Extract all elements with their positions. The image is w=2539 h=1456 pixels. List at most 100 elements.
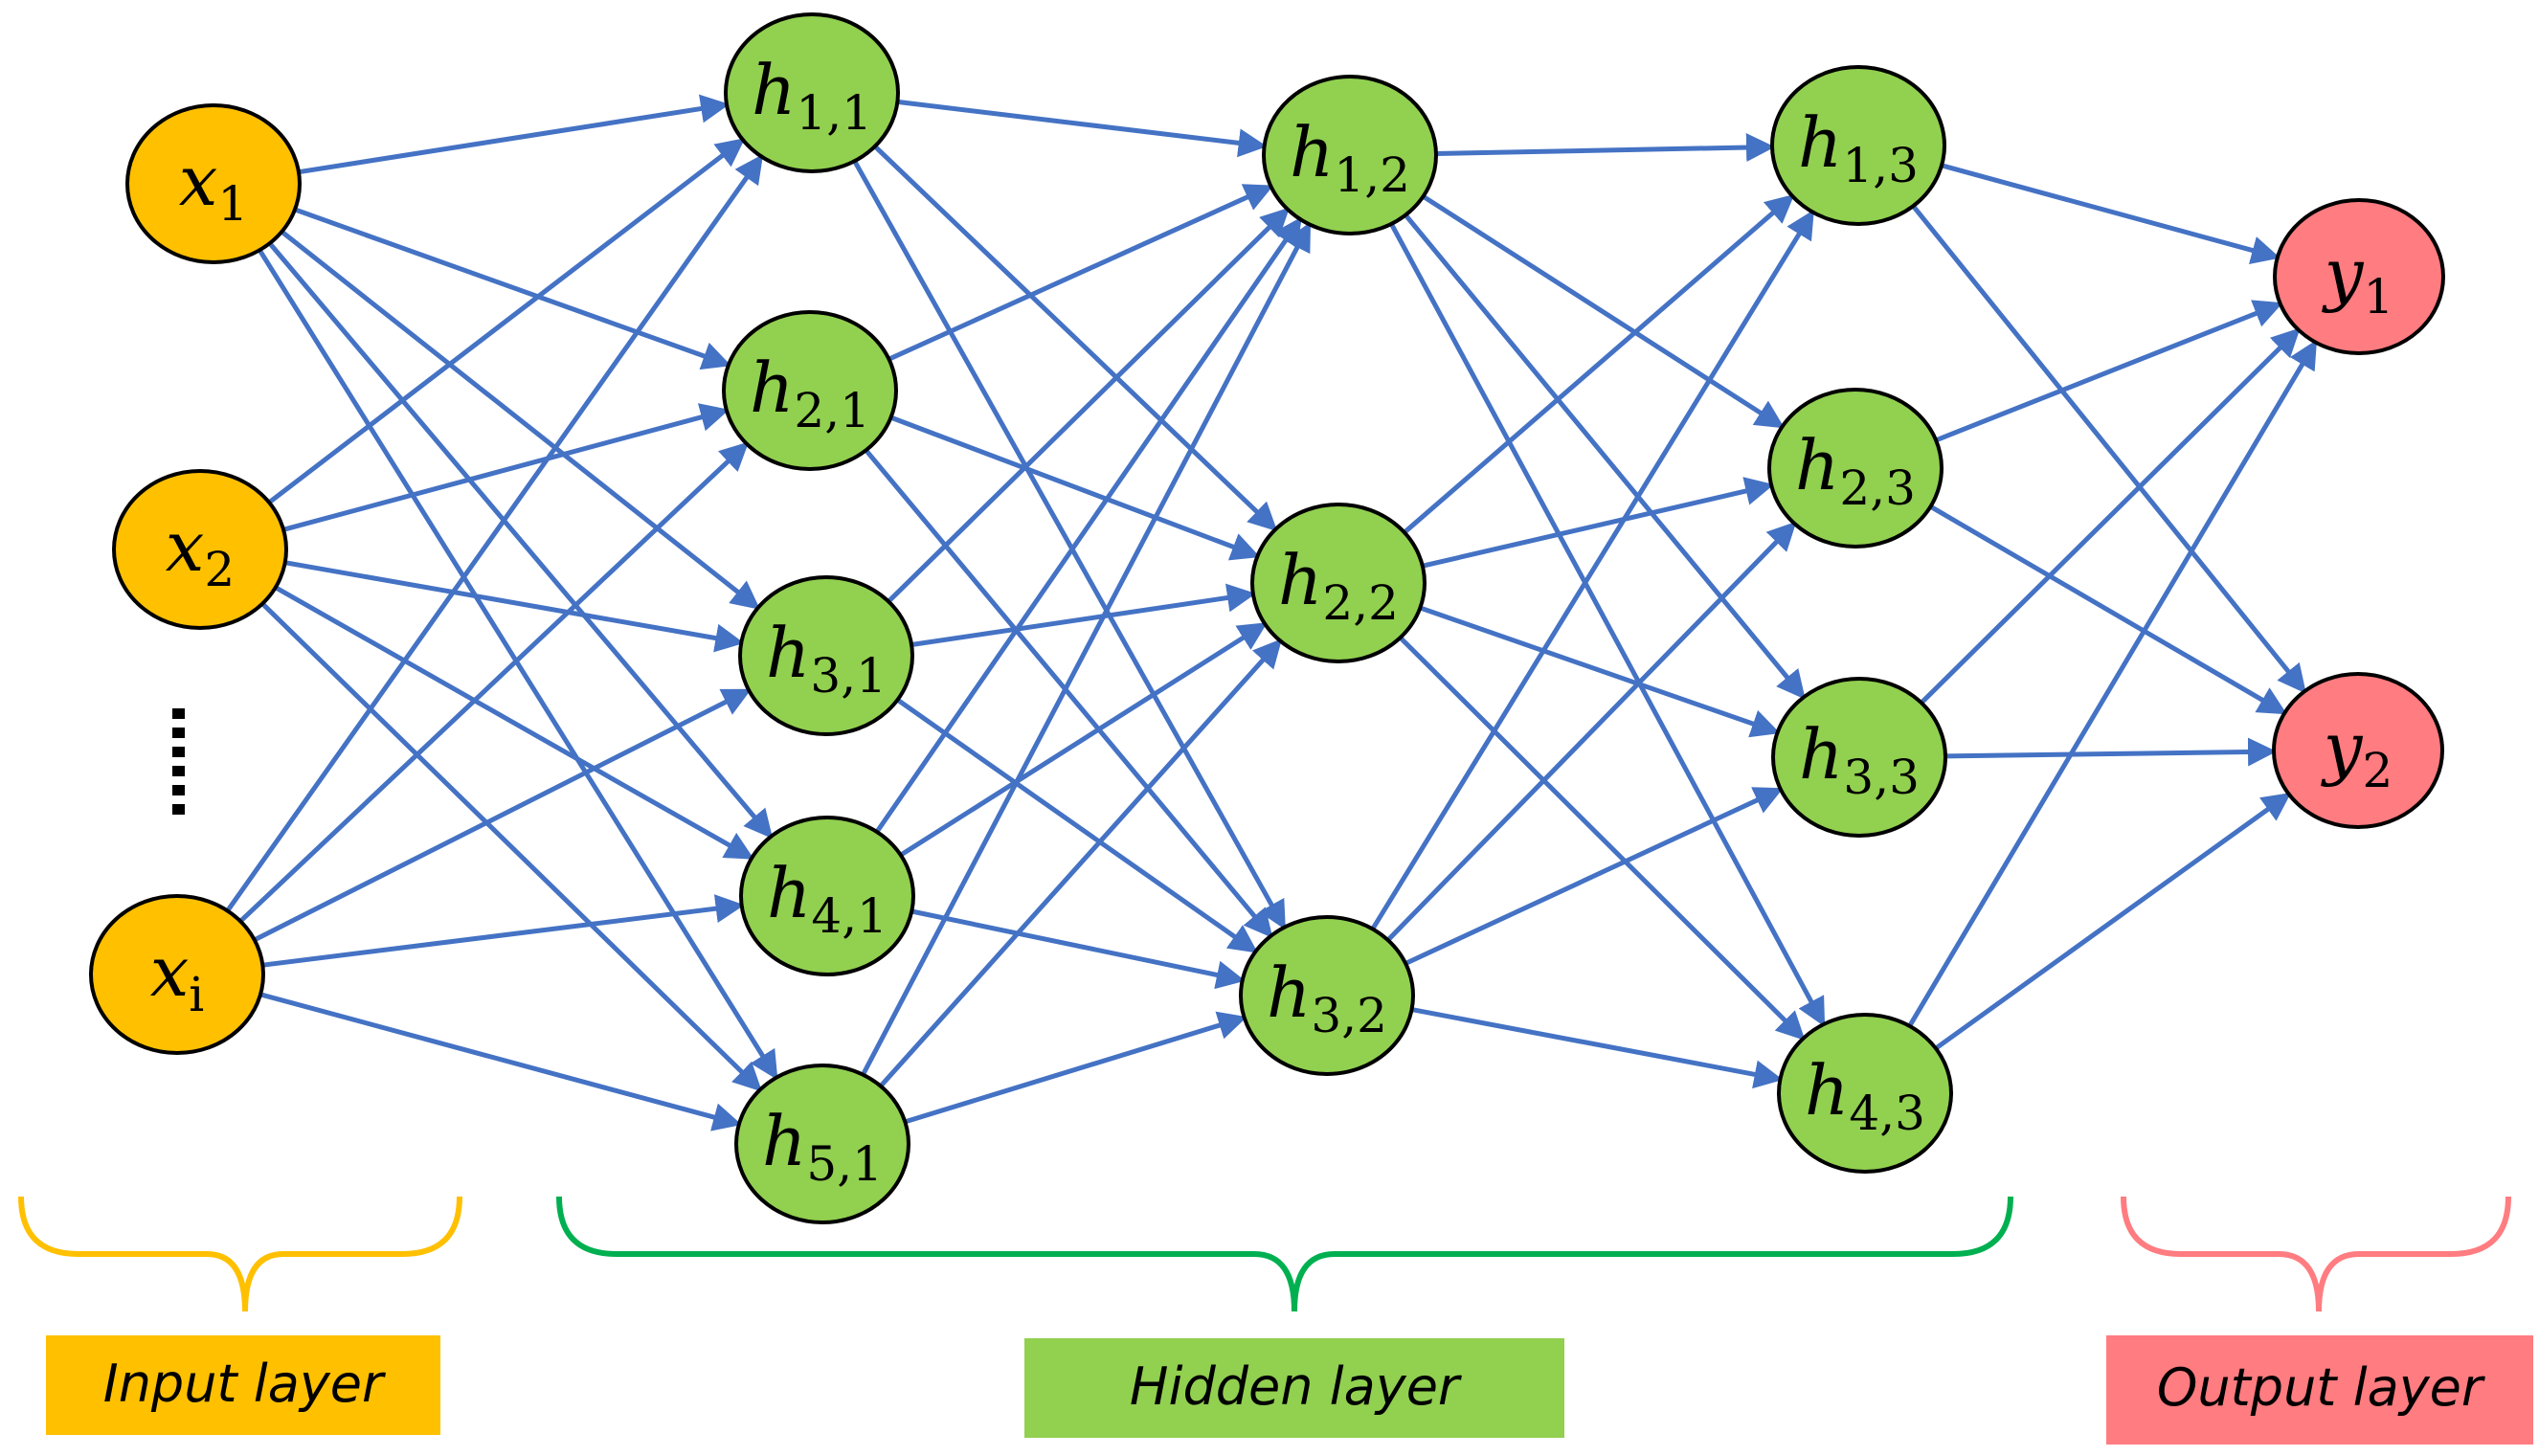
edge-xi-h51 [259, 992, 742, 1131]
edge-x1-h41 [267, 241, 774, 840]
node-circle [1250, 503, 1427, 663]
edge-h51-h32 [904, 1011, 1247, 1125]
edge-h51-h22 [879, 638, 1283, 1088]
edge-h32-h23 [1385, 521, 1797, 942]
node-h32: h3,2 [1239, 915, 1415, 1076]
node-label: x1 [179, 141, 248, 232]
node-label-base: h [767, 853, 811, 933]
node-h31: h3,1 [738, 575, 914, 736]
node-label: h3,2 [1267, 952, 1387, 1043]
edge-h43-y1 [1907, 339, 2318, 1028]
node-label: y2 [2321, 707, 2393, 798]
edge-h22-h33 [1419, 605, 1781, 738]
edge-xi-h41 [262, 894, 745, 968]
node-label-subscript: 3,2 [1311, 988, 1387, 1043]
node-label-subscript: 1 [2363, 269, 2393, 325]
edge-h31-h22 [910, 583, 1256, 647]
node-circle [1767, 388, 1944, 549]
edge-h33-y2 [1944, 737, 2277, 767]
node-label-base: h [762, 1101, 806, 1181]
input-layer-brace [18, 1196, 462, 1312]
input-layer-label: Input layer [46, 1335, 440, 1435]
node-label-base: h [1267, 952, 1311, 1033]
node-circle [89, 894, 265, 1055]
node-label-base: y [2321, 707, 2364, 788]
node-label-base: x [166, 506, 205, 587]
node-label-base: y [2322, 234, 2365, 314]
hidden-layer-label: Hidden layer [1024, 1338, 1564, 1438]
connections [225, 94, 2318, 1131]
edge-h12-h33 [1404, 213, 1806, 700]
node-circle [724, 12, 900, 173]
hidden-layer-text: Hidden layer [1130, 1356, 1462, 1417]
edge-h31-h12 [887, 207, 1291, 604]
node-label-subscript: 2,1 [794, 383, 870, 438]
edge-h22-h23 [1422, 477, 1775, 569]
node-h11: h1,1 [724, 12, 900, 173]
edge-xi-h11 [225, 154, 764, 912]
edge-h13-y1 [1941, 163, 2281, 265]
node-x1: x1 [125, 103, 302, 264]
node-circle [738, 575, 914, 736]
node-label-subscript: 2,3 [1839, 460, 1916, 516]
output-layer-text: Output layer [2157, 1357, 2485, 1418]
edge-h41-h12 [874, 216, 1303, 834]
edge-x1-h11 [298, 94, 730, 175]
node-y2: y2 [2272, 672, 2444, 829]
edge-x2-h31 [284, 560, 745, 653]
node-circle [1262, 75, 1438, 235]
edge-h12-h13 [1435, 133, 1775, 163]
edge-h21-h22 [889, 414, 1261, 561]
node-label: h5,1 [762, 1101, 883, 1192]
node-y1: y1 [2273, 198, 2445, 355]
node-label-base: h [766, 613, 810, 693]
edge-h32-h43 [1411, 1007, 1784, 1089]
edge-h31-h32 [896, 698, 1258, 953]
node-label-subscript: 4,3 [1849, 1086, 1925, 1141]
node-label-subscript: 1,3 [1842, 138, 1919, 193]
edge-xi-h31 [253, 687, 752, 943]
edge-xi-h21 [238, 441, 750, 924]
node-label: h3,1 [766, 613, 887, 704]
node-label: x2 [166, 506, 235, 597]
node-label: h4,3 [1805, 1050, 1925, 1141]
node-circle [2272, 672, 2444, 829]
neurons: x1x2xih1,1h2,1h3,1h4,1h5,1h1,2h2,2h3,2h1… [89, 12, 2445, 1224]
node-h21: h2,1 [722, 310, 898, 471]
node-label: h2,1 [750, 347, 870, 438]
edge-h11-h32 [852, 159, 1287, 930]
node-label-base: h [1799, 714, 1843, 795]
node-label-subscript: 3,1 [810, 648, 887, 704]
node-label: y1 [2322, 234, 2394, 325]
hidden-layer-brace [556, 1196, 2013, 1312]
edge-x1-h21 [294, 207, 731, 370]
input-layer-text: Input layer [103, 1354, 386, 1414]
node-h13: h1,3 [1770, 65, 1946, 226]
node-circle [1777, 1013, 1953, 1174]
node-circle [112, 469, 288, 630]
node-label-base: h [1795, 425, 1839, 505]
edge-h32-h13 [1370, 209, 1815, 930]
node-label-subscript: 1,2 [1334, 147, 1410, 203]
node-h41: h4,1 [739, 816, 915, 976]
edge-x2-h41 [274, 585, 754, 861]
node-label-subscript: 3,3 [1843, 750, 1920, 805]
node-h51: h5,1 [734, 1064, 910, 1224]
edge-h12-h23 [1422, 194, 1786, 429]
edge-x2-h51 [260, 601, 763, 1092]
node-label: h1,2 [1290, 112, 1410, 203]
edge-h41-h32 [910, 908, 1246, 990]
node-label-subscript: i [189, 967, 204, 1022]
node-label-base: h [752, 50, 796, 130]
node-label-base: h [1290, 112, 1334, 192]
edge-h33-y1 [1920, 327, 2301, 705]
node-label-subscript: 1,1 [796, 85, 872, 141]
node-label-base: h [1798, 102, 1842, 183]
node-x2: x2 [112, 469, 288, 630]
ellipsis-dots [172, 708, 185, 815]
output-layer-label: Output layer [2106, 1335, 2533, 1445]
edge-h43-y2 [1934, 792, 2292, 1051]
node-circle [125, 103, 302, 264]
node-label-base: x [179, 141, 218, 221]
node-label-subscript: 2,2 [1322, 575, 1399, 631]
